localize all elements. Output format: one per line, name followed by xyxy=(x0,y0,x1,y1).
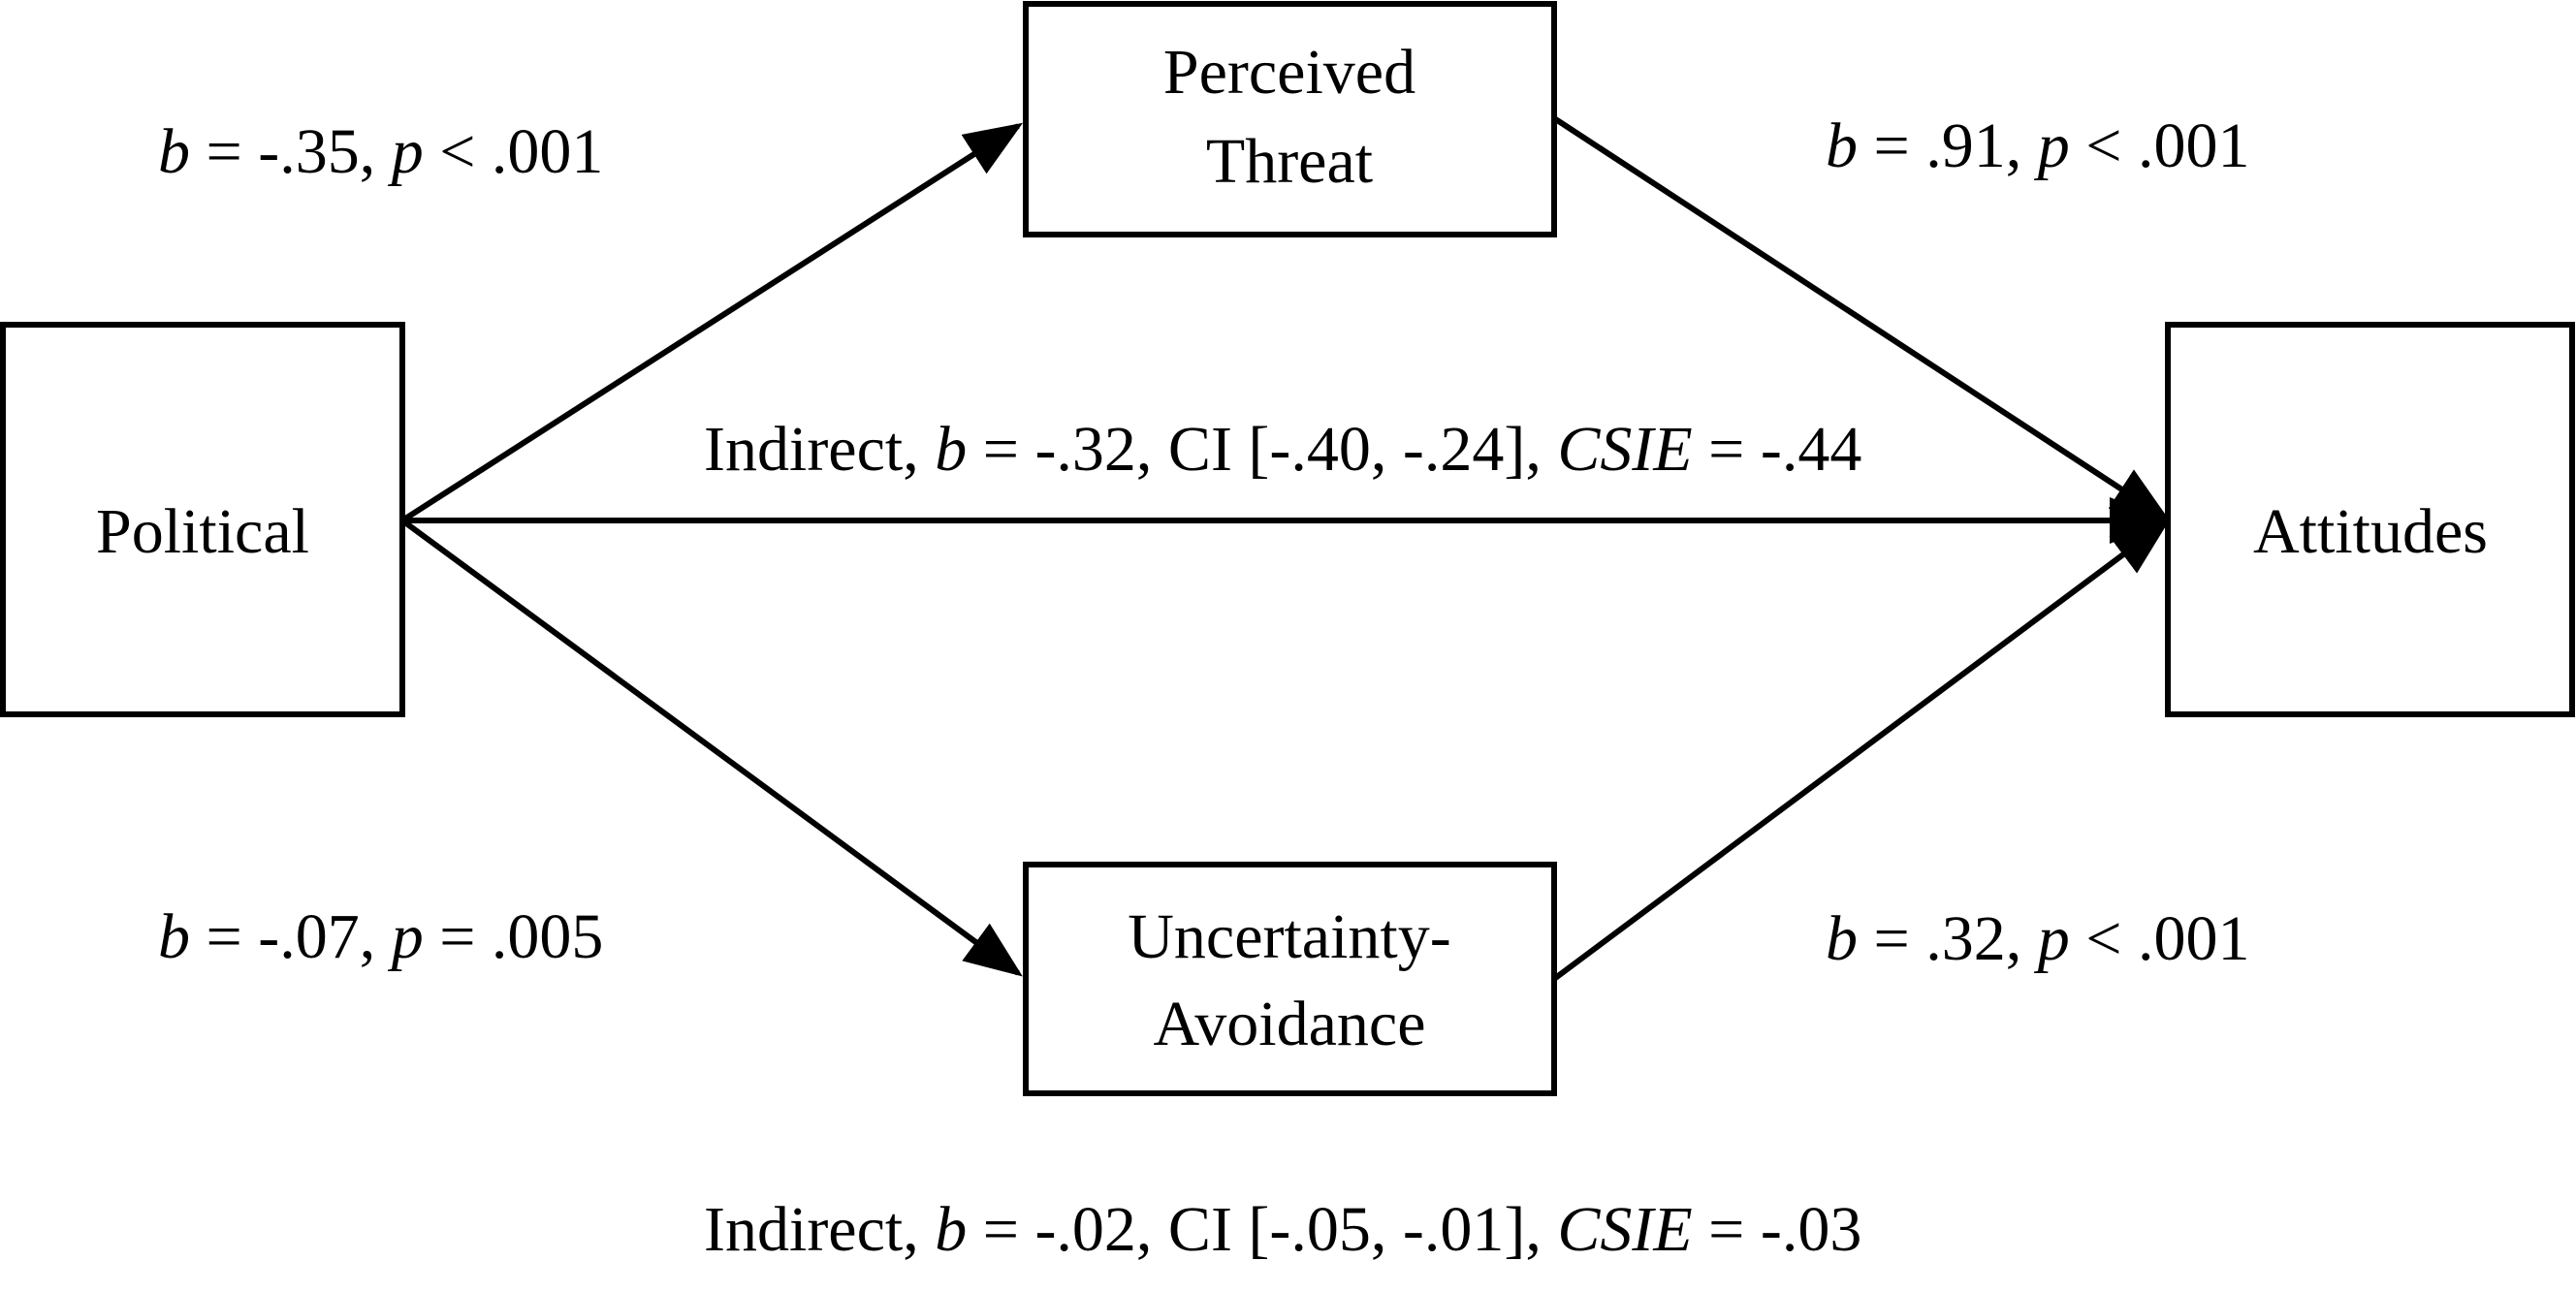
node-uncertainty-line2: Avoidance xyxy=(1154,989,1426,1059)
edge-threat-to-attitudes xyxy=(1552,115,2171,521)
label-path-b2: b = .32, p < .001 xyxy=(1826,903,2249,974)
edge-political-to-uncertainty xyxy=(400,518,1023,977)
edge-political-to-threat xyxy=(400,122,1024,523)
label-indirect-threat: Indirect, b = -.32, CI [-.40, -.24], CSI… xyxy=(704,414,1861,485)
node-political-label: Political xyxy=(96,496,309,567)
node-threat-line2: Threat xyxy=(1206,126,1373,197)
edge-uncertainty-to-attitudes xyxy=(1552,520,2170,982)
label-path-b1: b = .91, p < .001 xyxy=(1826,110,2249,181)
node-threat-line1: Perceived xyxy=(1163,37,1415,108)
node-uncertainty-avoidance: Uncertainty- Avoidance xyxy=(1023,862,1557,1096)
label-path-a1: b = -.35, p < .001 xyxy=(158,116,603,187)
node-perceived-threat: Perceived Threat xyxy=(1023,1,1557,237)
node-attitudes-label: Attitudes xyxy=(2253,496,2488,567)
node-political: Political xyxy=(0,322,405,717)
label-path-a2: b = -.07, p = .005 xyxy=(158,901,603,972)
label-indirect-uncertainty: Indirect, b = -.02, CI [-.05, -.01], CSI… xyxy=(704,1194,1861,1265)
node-uncertainty-line1: Uncertainty- xyxy=(1128,901,1451,972)
node-attitudes: Attitudes xyxy=(2165,322,2575,717)
